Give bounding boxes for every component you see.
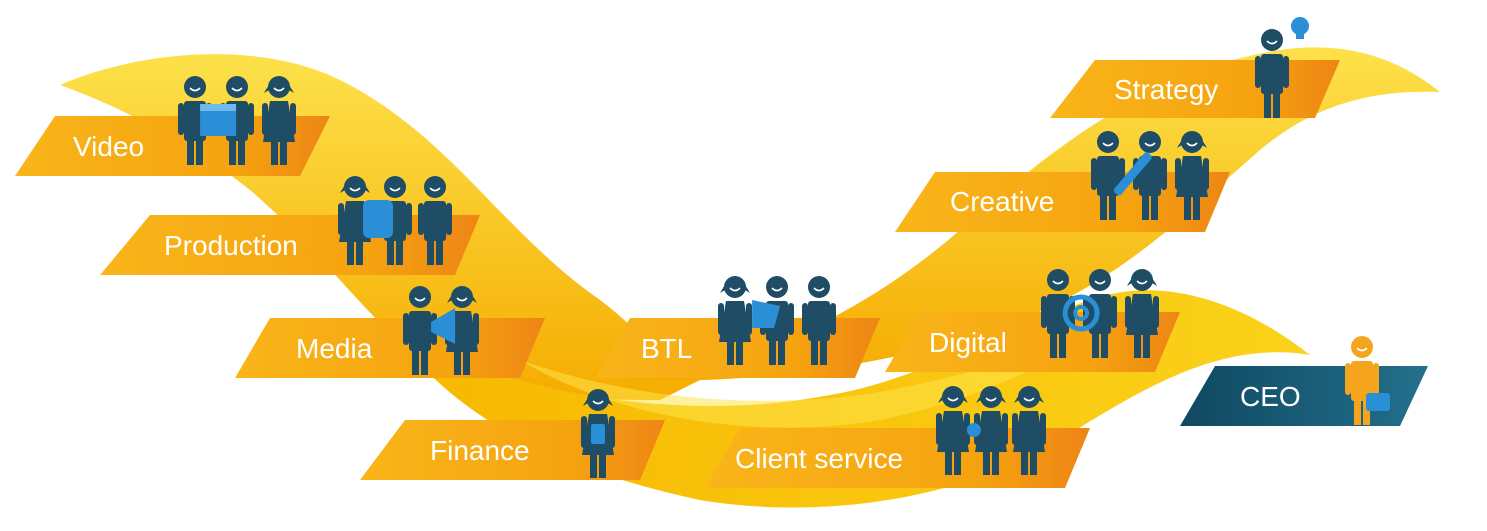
people-group-production <box>338 176 452 265</box>
ceo-figure-group <box>1345 336 1390 425</box>
strategy-person-1 <box>1255 29 1289 118</box>
creative-person-3 <box>1175 131 1209 220</box>
btl-person-1 <box>718 276 752 365</box>
headset-icon <box>966 423 981 437</box>
people-group-video <box>178 76 296 165</box>
production-person-3 <box>418 176 452 265</box>
label-media: Media <box>296 333 373 364</box>
client-service-person-3 <box>1012 386 1046 475</box>
btl-person-3 <box>802 276 836 365</box>
people-groups <box>178 17 1390 478</box>
people-group-creative <box>1091 131 1209 220</box>
label-production: Production <box>164 230 298 261</box>
people-group-client-service <box>936 386 1046 475</box>
script-scroll-icon <box>363 200 393 238</box>
label-ceo: CEO <box>1240 381 1301 412</box>
department-labels: Video Production Media Finance BTL Clien… <box>73 74 1301 474</box>
band-media <box>235 318 545 378</box>
client-service-person-1 <box>936 386 970 475</box>
at-sign-icon <box>1062 294 1100 332</box>
digital-person-3 <box>1125 269 1159 358</box>
label-finance: Finance <box>430 435 530 466</box>
ribbon-center-highlight <box>520 330 1120 428</box>
lightbulb-icon <box>1291 17 1309 39</box>
flag-icon <box>752 300 781 328</box>
digital-person-1 <box>1041 269 1075 358</box>
media-person-1 <box>403 286 437 375</box>
people-group-btl <box>718 276 836 365</box>
label-client-service: Client service <box>735 443 903 474</box>
label-creative: Creative <box>950 186 1054 217</box>
briefcase-icon <box>1366 393 1390 411</box>
people-group-digital <box>1041 269 1159 358</box>
client-service-person-2 <box>974 386 1008 475</box>
megaphone-icon <box>431 308 456 344</box>
creative-person-1 <box>1091 131 1125 220</box>
calculator-icon <box>591 424 605 444</box>
people-group-finance <box>581 389 615 478</box>
label-digital: Digital <box>929 327 1007 358</box>
label-video: Video <box>73 131 144 162</box>
video-person-3 <box>262 76 296 165</box>
btl-person-2 <box>760 276 794 365</box>
pencil-icon <box>1113 152 1152 196</box>
clapperboard-icon <box>200 104 237 136</box>
band-ceo <box>1180 366 1428 426</box>
people-group-strategy <box>1255 17 1309 118</box>
ceo-person <box>1345 336 1379 425</box>
label-strategy: Strategy <box>1114 74 1218 105</box>
label-btl: BTL <box>641 333 692 364</box>
people-group-media <box>403 286 479 375</box>
